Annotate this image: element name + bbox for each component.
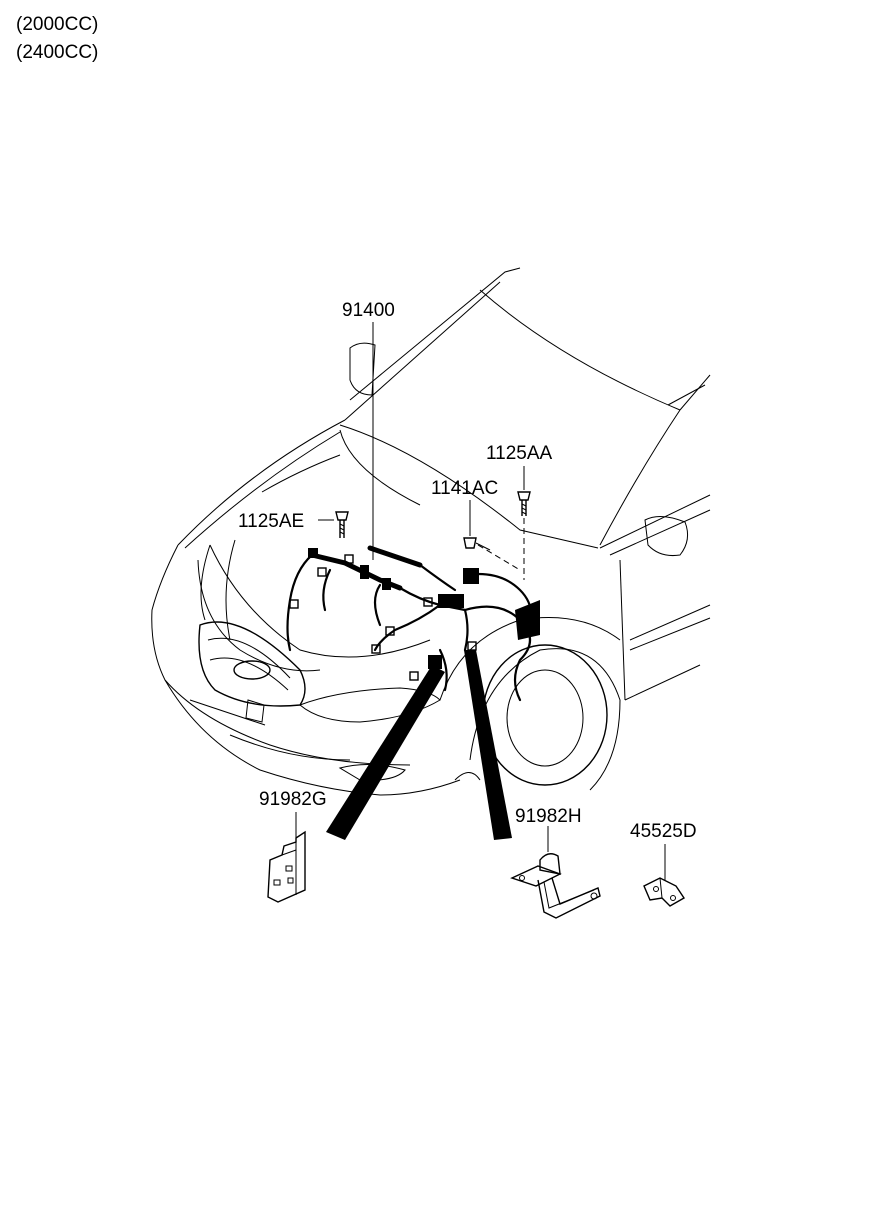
- bolt-1141ac-icon: [463, 537, 491, 551]
- bracket-91982h-icon: [510, 853, 601, 919]
- callout-1141ac: 1141AC: [431, 478, 498, 499]
- car-body: [151, 267, 711, 796]
- bolt-1125aa-icon: [517, 491, 531, 516]
- clip-45525d-icon: [643, 877, 685, 907]
- callout-1125ae: 1125AE: [238, 511, 304, 532]
- callout-1125aa: 1125AA: [486, 443, 553, 464]
- callout-91400: 91400: [342, 300, 395, 321]
- leader-lines: [295, 322, 666, 880]
- detail-pointer-91982g: [326, 665, 445, 840]
- bolt-1125ae-icon: [335, 511, 349, 538]
- bracket-91982g-icon: [267, 830, 306, 903]
- front-wiring-harness: [286, 545, 540, 702]
- engine-variant-2000cc: (2000CC): [16, 14, 99, 35]
- detail-pointer-91982h: [464, 650, 512, 840]
- callout-91982h: 91982H: [515, 806, 582, 827]
- engine-variant-2400cc: (2400CC): [16, 42, 99, 63]
- callout-91982g: 91982G: [259, 789, 327, 810]
- callout-45525d: 45525D: [630, 821, 697, 842]
